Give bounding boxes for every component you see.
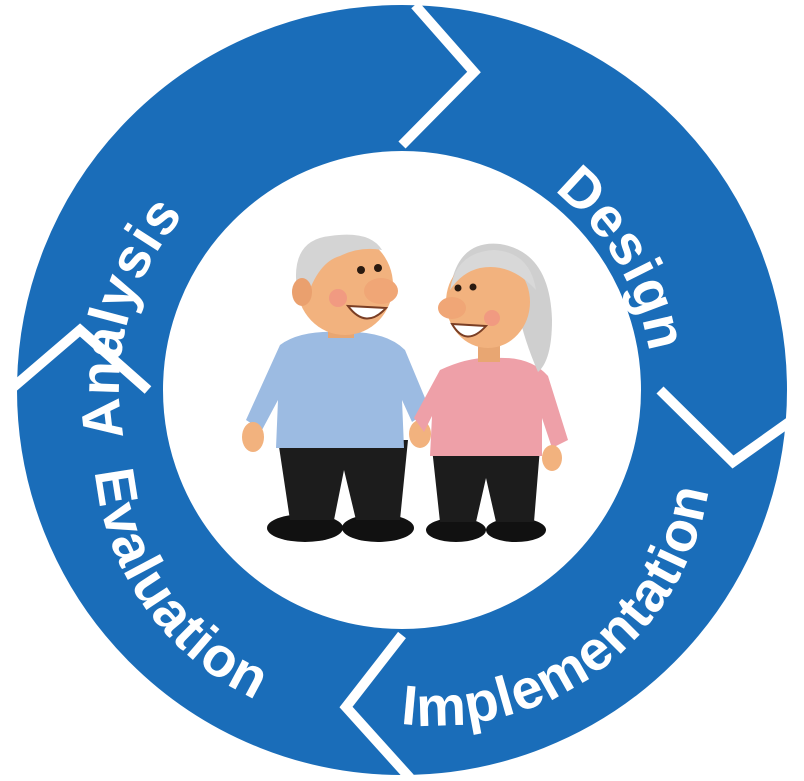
divider-design-implementation	[656, 386, 798, 469]
man-eye-left	[357, 266, 365, 274]
man-shoe-right	[342, 514, 414, 542]
woman-hand	[542, 445, 562, 471]
man-smile	[345, 304, 389, 320]
man-hair	[295, 234, 382, 300]
segment-dividers	[6, 1, 798, 781]
woman-trousers	[432, 448, 540, 522]
divider-implementation-evaluation	[339, 631, 414, 781]
cycle-ring	[17, 5, 787, 775]
woman-shoe-left	[426, 518, 486, 542]
divider-analysis-design	[398, 1, 481, 149]
woman-shirt	[414, 357, 568, 456]
man-figure	[242, 234, 431, 542]
man-nose	[364, 278, 398, 304]
man-hand-left	[242, 422, 264, 452]
woman-fringe	[450, 250, 536, 290]
woman-shoe-right	[486, 518, 546, 542]
man-shoe-left	[267, 514, 343, 542]
man-trousers	[278, 440, 408, 520]
woman-cheek	[484, 310, 500, 326]
man-cheek	[329, 289, 347, 307]
center-illustration	[242, 234, 568, 542]
man-shirt	[246, 331, 430, 448]
woman-eye-left	[454, 284, 462, 292]
man-eye-right	[374, 264, 382, 272]
woman-figure	[414, 243, 568, 542]
woman-nose	[438, 297, 466, 319]
woman-eye-right	[469, 283, 477, 291]
divider-evaluation-analysis	[6, 323, 152, 394]
man-ear	[292, 278, 312, 306]
ring-band	[17, 5, 787, 775]
woman-smile	[450, 322, 489, 338]
